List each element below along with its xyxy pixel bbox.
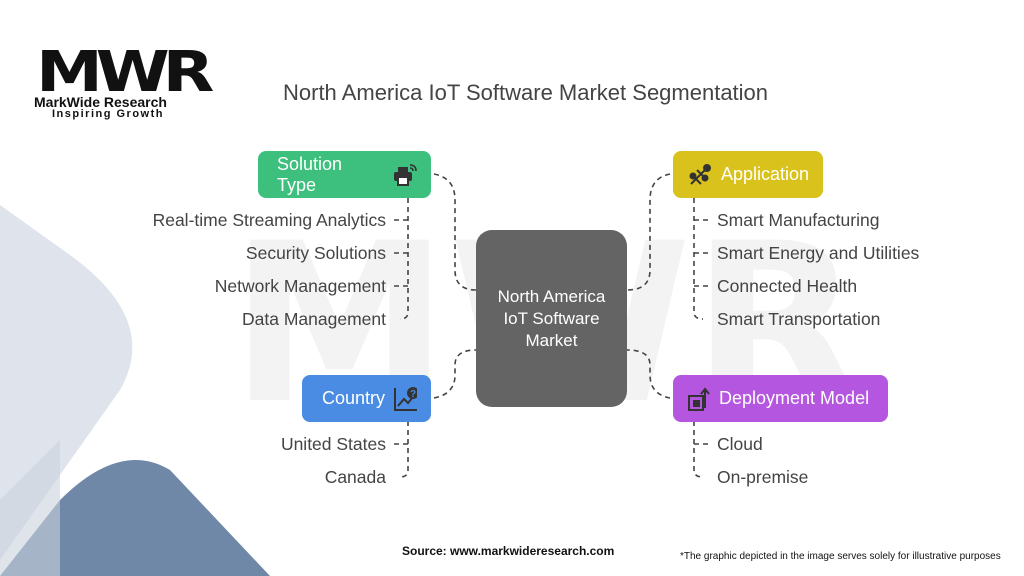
center-label: North America IoT Software Market: [497, 286, 606, 350]
list-item: Real-time Streaming Analytics: [152, 210, 386, 230]
list-item: Data Management: [242, 309, 386, 329]
list-item: Canada: [324, 467, 386, 487]
category-label: Country: [322, 388, 386, 408]
list-item: Smart Transportation: [717, 309, 881, 329]
list-item: On-premise: [717, 467, 809, 487]
category-deployment-model: Deployment Model: [673, 375, 888, 422]
logo-tagline: Inspiring Growth: [52, 108, 164, 120]
source-text: Source: www.markwideresearch.com: [402, 544, 615, 558]
network-nodes-icon: [689, 163, 711, 185]
logo-name: MarkWide Research: [34, 94, 167, 110]
category-label: Application: [720, 164, 809, 184]
list-item: Cloud: [717, 434, 763, 454]
list-item: Connected Health: [717, 276, 858, 296]
category-label: Deployment Model: [719, 388, 870, 408]
category-application: Application: [673, 151, 823, 198]
list-item: Smart Manufacturing: [717, 210, 880, 230]
logo-mark: MWR: [36, 40, 214, 105]
disclaimer-text: *The graphic depicted in the image serve…: [680, 551, 1001, 562]
printer-wifi-icon: [393, 163, 417, 186]
box-upload-icon: [688, 386, 710, 411]
category-country: Country ?: [302, 375, 431, 422]
category-solution-type: Solution Type: [258, 151, 431, 198]
list-item: Network Management: [214, 276, 386, 296]
chart-question-icon: ?: [394, 386, 417, 411]
category-label: Solution Type: [277, 153, 343, 195]
list-item: United States: [280, 434, 386, 454]
list-item: Smart Energy and Utilities: [717, 243, 920, 263]
list-item: Security Solutions: [245, 243, 386, 263]
center-node: North America IoT Software Market: [476, 230, 627, 407]
svg-text:?: ?: [410, 389, 416, 400]
page-title: North America IoT Software Market Segmen…: [283, 80, 769, 105]
